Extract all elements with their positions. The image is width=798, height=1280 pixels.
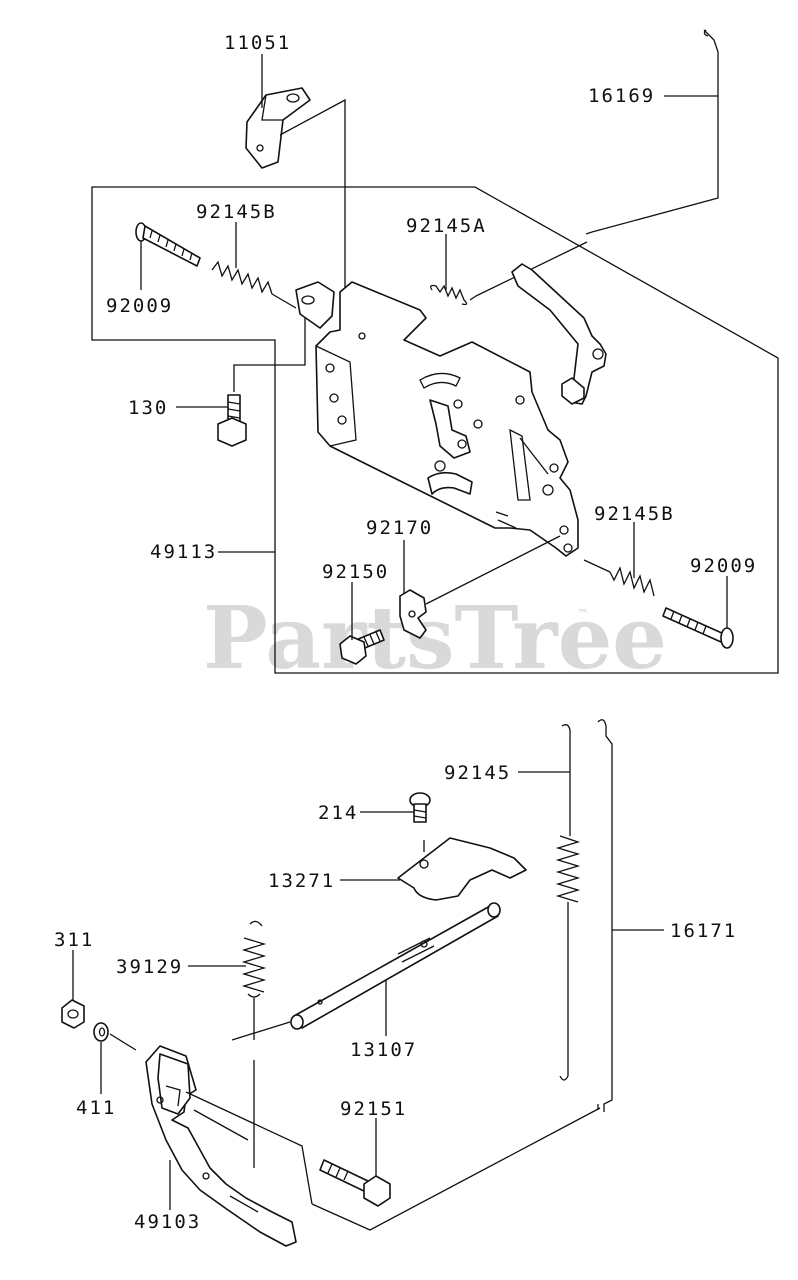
part-number-label: 49113	[150, 541, 217, 563]
part-number-label: 214	[318, 802, 358, 824]
part-number-label: 13107	[350, 1039, 417, 1061]
callout-49103: 49103	[134, 1160, 201, 1233]
spring-92145b-bottom	[583, 559, 655, 597]
spring-39129	[241, 920, 267, 998]
callout-92151: 92151	[340, 1098, 407, 1176]
part-number-label: 92145B	[196, 201, 277, 223]
nut-311	[61, 999, 85, 1029]
spring-link-92145	[555, 724, 581, 1081]
part-number-label: 92150	[322, 561, 389, 583]
callout-411: 411	[76, 1042, 116, 1119]
control-plate-49113	[295, 281, 579, 557]
screw-92009-bottom	[662, 607, 734, 649]
screw-214	[409, 792, 431, 823]
control-rod-16171	[597, 719, 613, 1112]
plate-13271	[397, 837, 527, 901]
part-number-label: 39129	[116, 956, 183, 978]
lever-arm	[511, 263, 607, 405]
callout-92170: 92170	[366, 517, 433, 594]
callout-311: 311	[54, 929, 94, 1000]
callout-92145b-bottom: 92145B	[594, 503, 675, 578]
callout-130: 130	[128, 397, 228, 419]
part-number-label: 130	[128, 397, 168, 419]
callout-92009-bottom: 92009	[690, 555, 757, 628]
part-number-label: 92145	[444, 762, 511, 784]
bracket-11051	[245, 87, 311, 169]
bolt-130	[217, 394, 247, 447]
watermark-trademark: ™	[577, 607, 589, 621]
assembly-frame-top	[91, 186, 779, 674]
part-number-label: 16169	[588, 85, 655, 107]
part-number-label: 16171	[670, 920, 737, 942]
part-number-label: 92009	[106, 295, 173, 317]
callout-214: 214	[318, 802, 414, 824]
callout-92145: 92145	[444, 762, 570, 784]
part-number-label: 92009	[690, 555, 757, 577]
spring-92145b-top	[211, 260, 297, 309]
callout-16169: 16169	[588, 85, 718, 107]
bolt-92150	[339, 629, 385, 665]
part-number-label: 13271	[268, 870, 335, 892]
control-rod-16169	[585, 29, 719, 235]
shaft-13107	[290, 902, 501, 1030]
callout-13107: 13107	[350, 980, 417, 1061]
part-number-label: 49103	[134, 1211, 201, 1233]
part-number-label: 311	[54, 929, 94, 951]
screw-92009-top	[135, 222, 201, 267]
part-number-label: 92151	[340, 1098, 407, 1120]
part-number-label: 92145B	[594, 503, 675, 525]
part-number-label: 92170	[366, 517, 433, 539]
bolt-92151	[319, 1159, 391, 1207]
part-number-label: 92145A	[406, 215, 487, 237]
washer-411	[93, 1022, 109, 1042]
part-number-label: 411	[76, 1097, 116, 1119]
callout-92145a: 92145A	[406, 215, 487, 290]
callout-13271: 13271	[268, 870, 400, 892]
callout-16171: 16171	[612, 920, 737, 942]
part-number-label: 11051	[224, 32, 291, 54]
callout-11051: 11051	[224, 32, 291, 108]
callout-92150: 92150	[322, 561, 389, 640]
spring-92145a	[430, 284, 477, 306]
callout-39129: 39129	[116, 956, 246, 978]
clip-92170	[399, 589, 427, 639]
watermark-brand: PartsTree	[203, 588, 667, 689]
lever-49103	[145, 1045, 313, 1247]
callout-92009-top: 92009	[106, 241, 173, 317]
callout-49113: 49113	[150, 541, 275, 563]
callout-92145b-top: 92145B	[196, 201, 277, 268]
